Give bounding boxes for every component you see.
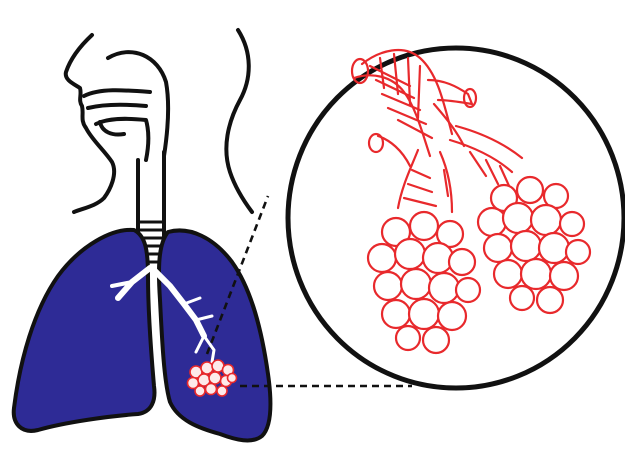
neck-contour [226, 30, 252, 212]
head-profile [66, 35, 168, 212]
left-lung [14, 230, 155, 431]
right-lung [159, 230, 271, 440]
